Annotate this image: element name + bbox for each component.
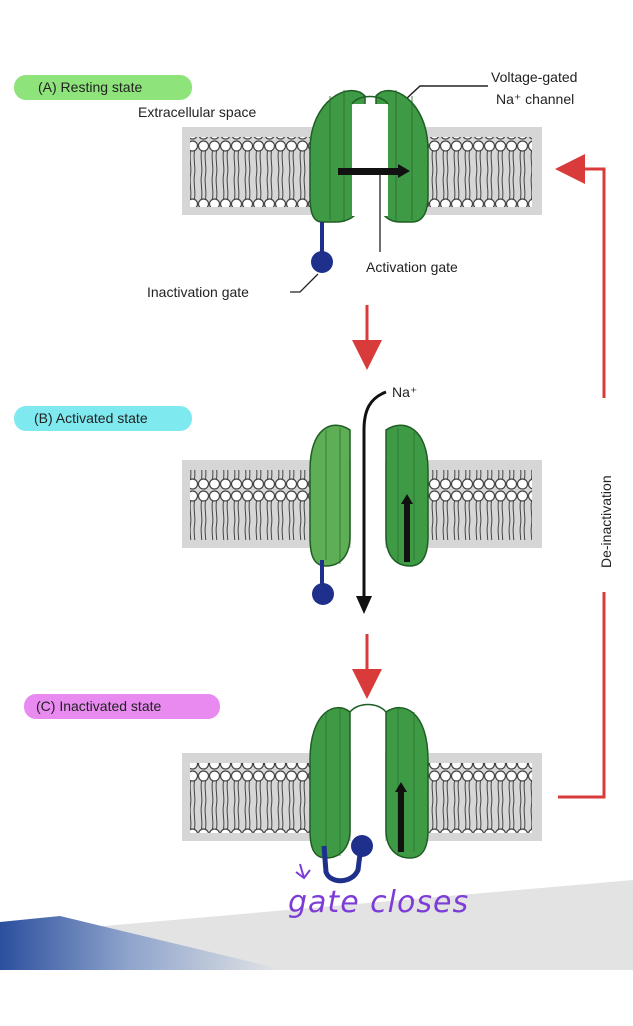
channel-label-line1: Voltage-gated xyxy=(491,69,577,85)
resting-state-label: (A) Resting state xyxy=(38,79,142,95)
activated-state-label: (B) Activated state xyxy=(34,410,148,426)
annotation-arrow xyxy=(295,863,311,880)
extracellular-space-label: Extracellular space xyxy=(138,104,256,120)
activation-gate-bar xyxy=(338,168,402,175)
activation-gate-bar-b xyxy=(404,502,410,562)
slide-footer-decoration xyxy=(0,880,633,1026)
channel-a xyxy=(309,90,429,223)
channel-c xyxy=(309,703,429,859)
resting-state-panel: (A) Resting state Extracellular space Vo… xyxy=(14,69,577,300)
na-flow-arrow xyxy=(362,390,387,600)
inactivated-state-label: (C) Inactivated state xyxy=(36,698,161,714)
activation-gate-bar-c xyxy=(398,790,404,852)
gate-closes-annotation: gate closes xyxy=(288,885,469,920)
activated-state-pill xyxy=(14,406,192,431)
deinactivation-label: De-inactivation xyxy=(598,475,614,568)
inactivation-gate-ball-c xyxy=(351,835,373,857)
inactivation-gate-ball-a xyxy=(311,251,333,273)
activation-gate-label: Activation gate xyxy=(366,259,458,275)
inactivated-state-pill xyxy=(24,694,220,719)
activated-state-panel: (B) Activated state Na⁺ xyxy=(14,384,542,614)
inactivation-gate-ball-b xyxy=(312,583,334,605)
inactivation-gate-label: Inactivation gate xyxy=(147,284,249,300)
inactivation-gate-tether-c xyxy=(321,845,363,884)
resting-state-pill xyxy=(14,75,192,100)
channel-label-line2: Na⁺ channel xyxy=(496,91,574,107)
deinactivation-loop: De-inactivation xyxy=(555,154,614,799)
na-ion-label: Na⁺ xyxy=(392,384,417,400)
channel-b xyxy=(309,424,429,567)
inactivated-state-panel: (C) Inactivated state xyxy=(24,694,542,884)
handwritten-annotation: gate closes xyxy=(288,863,469,920)
channel-leader-line xyxy=(404,85,488,101)
